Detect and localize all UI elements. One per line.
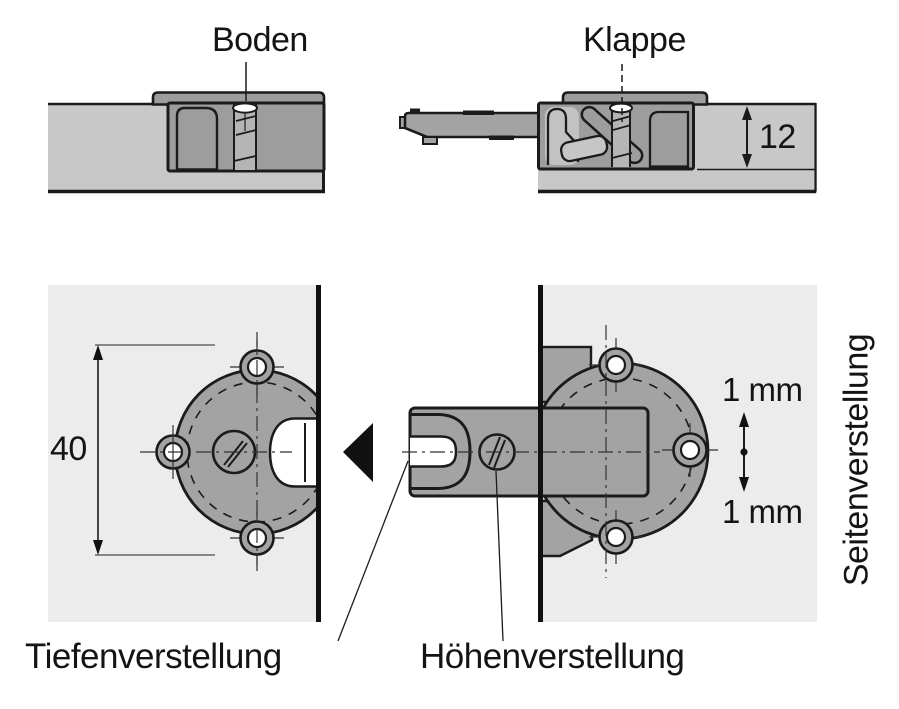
arrowhead-down — [739, 477, 749, 492]
extension-lines — [95, 344, 215, 556]
screw-channel-walls — [611, 104, 631, 167]
hoehen-leader-line — [495, 470, 504, 642]
tiefen-leader-line — [337, 460, 409, 642]
side-adjust-down-value: 1 mm — [722, 493, 803, 530]
hole-inner — [605, 354, 627, 376]
dimension-40 — [93, 344, 215, 556]
hinge-arm-section — [399, 108, 542, 145]
cup-inner-liner — [648, 110, 690, 168]
dimension-40-value: 40 — [50, 430, 87, 468]
arrowhead-up — [742, 106, 752, 120]
label-seitenverstellung: Seitenverstellung — [837, 333, 876, 587]
dimension-12-value: 12 — [759, 118, 796, 156]
label-klappe: Klappe — [583, 21, 686, 59]
arrowhead-up — [739, 412, 749, 427]
plate-notch — [268, 417, 318, 488]
arrowhead-up — [93, 345, 103, 360]
spring-plate — [559, 134, 609, 163]
arm-top-strip — [463, 110, 494, 115]
label-boden: Boden — [212, 21, 308, 59]
screw-head — [609, 102, 633, 114]
center-dot — [740, 448, 748, 456]
arm-body — [403, 111, 542, 139]
arm-top-notch — [410, 108, 420, 114]
fork-slot-outline — [410, 435, 458, 468]
screw-hole-top — [589, 338, 643, 392]
arm-bottom-strip — [489, 135, 514, 140]
arm-plate-group — [402, 325, 718, 578]
view-hinge-arm — [402, 285, 817, 622]
view-cross-section-boden — [48, 62, 326, 194]
dimension-12 — [742, 106, 752, 168]
arrowhead-down — [742, 154, 752, 168]
hole-inner — [605, 526, 627, 548]
label-hoehenverstellung: Höhenverstellung — [420, 637, 685, 676]
screw-head — [232, 102, 258, 114]
insertion-arrow-icon — [343, 423, 373, 482]
screw-channel-walls — [233, 104, 257, 170]
hole-inner — [679, 439, 701, 461]
label-tiefenverstellung: Tiefenverstellung — [25, 637, 282, 676]
view-cross-section-klappe — [399, 64, 817, 194]
screw-slot — [223, 440, 248, 468]
cup-inner-liner — [175, 106, 219, 171]
arrowhead-down — [93, 540, 103, 555]
view-mounting-plate — [48, 285, 321, 622]
screw-hole-right — [662, 423, 718, 477]
screw-thread-ticks — [611, 115, 633, 159]
side-adjustment-arrow — [739, 412, 749, 492]
latch-hook — [546, 107, 580, 165]
screw-thread-ticks — [233, 115, 257, 162]
screw-slot — [488, 436, 506, 469]
screw-hole-bottom — [589, 510, 643, 564]
arm-foot — [422, 136, 438, 145]
side-adjust-up-value: 1 mm — [722, 371, 803, 408]
